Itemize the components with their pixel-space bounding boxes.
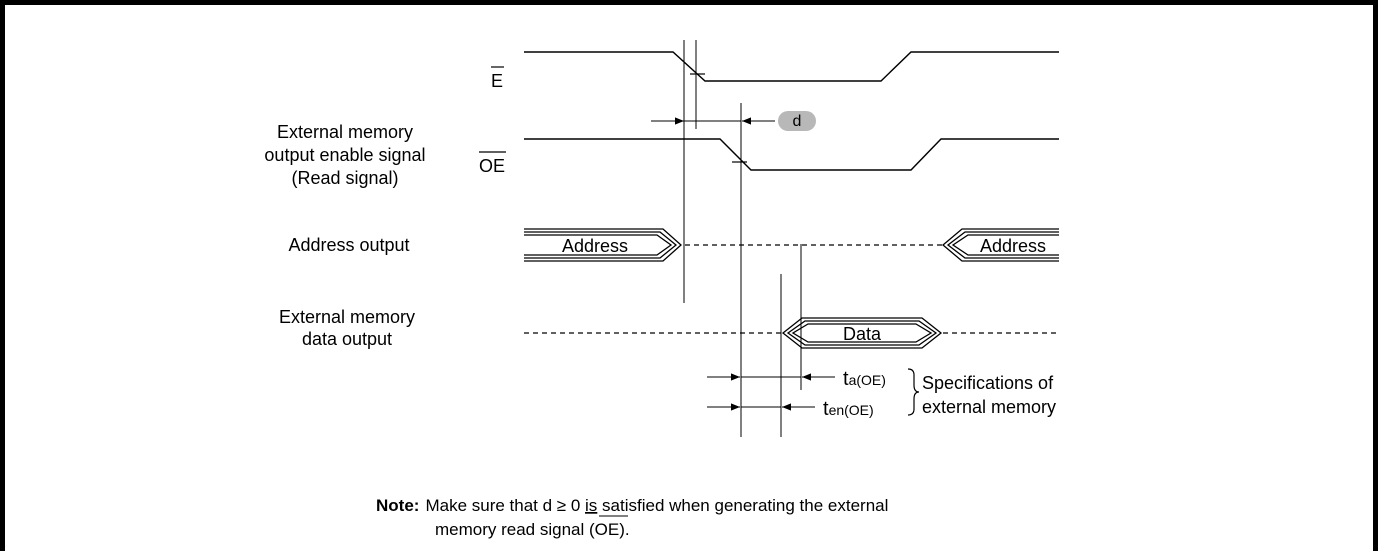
address-output-label: Address output [288,235,409,255]
e-waveform [524,51,1059,82]
note-line1: Note:Make sure that d ≥ 0 is satisfied w… [376,496,888,515]
d-label: d [793,113,802,130]
address-right-label: Address [980,236,1046,256]
address-left-label: Address [562,236,628,256]
spec-line2: external memory [922,397,1056,417]
spec-line1: Specifications of [922,373,1054,393]
note-line2: memory read signal (OE). [435,520,630,539]
oe-desc-line3: (Read signal) [291,168,398,188]
oe-desc-line1: External memory [277,122,413,142]
oe-waveform [524,138,1059,171]
timing-diagram: E External memory output enable signal (… [264,40,1059,539]
note-oe: OE [595,520,620,539]
data-output-label-line2: data output [302,329,392,349]
address-bus-right [941,228,1059,262]
oe-signal-label: OE [479,156,505,176]
ten-label: ten(OE) [823,398,874,420]
oe-desc-line2: output enable signal [264,145,425,165]
data-label: Data [843,324,882,344]
data-output-label-line1: External memory [279,307,415,327]
ta-label: ta(OE) [843,368,886,390]
e-signal-label: E [491,71,503,91]
spec-brace [907,368,920,416]
address-bus-left [524,228,682,262]
data-valid-bus [781,317,943,349]
d-badge [778,111,816,131]
